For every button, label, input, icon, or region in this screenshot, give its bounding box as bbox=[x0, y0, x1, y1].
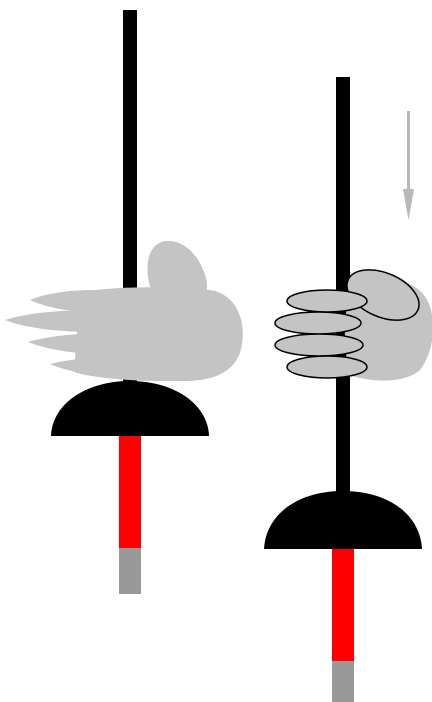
down-arrow-icon bbox=[403, 111, 414, 220]
right-guard bbox=[264, 491, 422, 549]
right-finger-1 bbox=[286, 289, 368, 313]
open-hand-icon bbox=[5, 240, 243, 382]
left-finger-4 bbox=[50, 357, 158, 377]
right-pommel bbox=[332, 661, 354, 702]
left-pommel bbox=[119, 548, 141, 594]
right-thumb bbox=[346, 269, 420, 321]
left-grip bbox=[119, 436, 141, 548]
right-finger-2 bbox=[274, 311, 362, 335]
right-grip bbox=[332, 549, 354, 661]
right-finger-3 bbox=[274, 333, 364, 357]
down-arrow-shaft bbox=[407, 111, 410, 191]
gripping-hand-icon bbox=[274, 269, 432, 381]
left-guard bbox=[51, 381, 209, 436]
left-weapon bbox=[5, 10, 243, 594]
right-finger-4 bbox=[286, 355, 368, 379]
left-finger-1 bbox=[30, 290, 148, 313]
left-finger-3 bbox=[28, 333, 146, 354]
right-weapon bbox=[264, 77, 432, 702]
down-arrow-head bbox=[403, 189, 414, 220]
left-finger-2 bbox=[5, 310, 144, 332]
